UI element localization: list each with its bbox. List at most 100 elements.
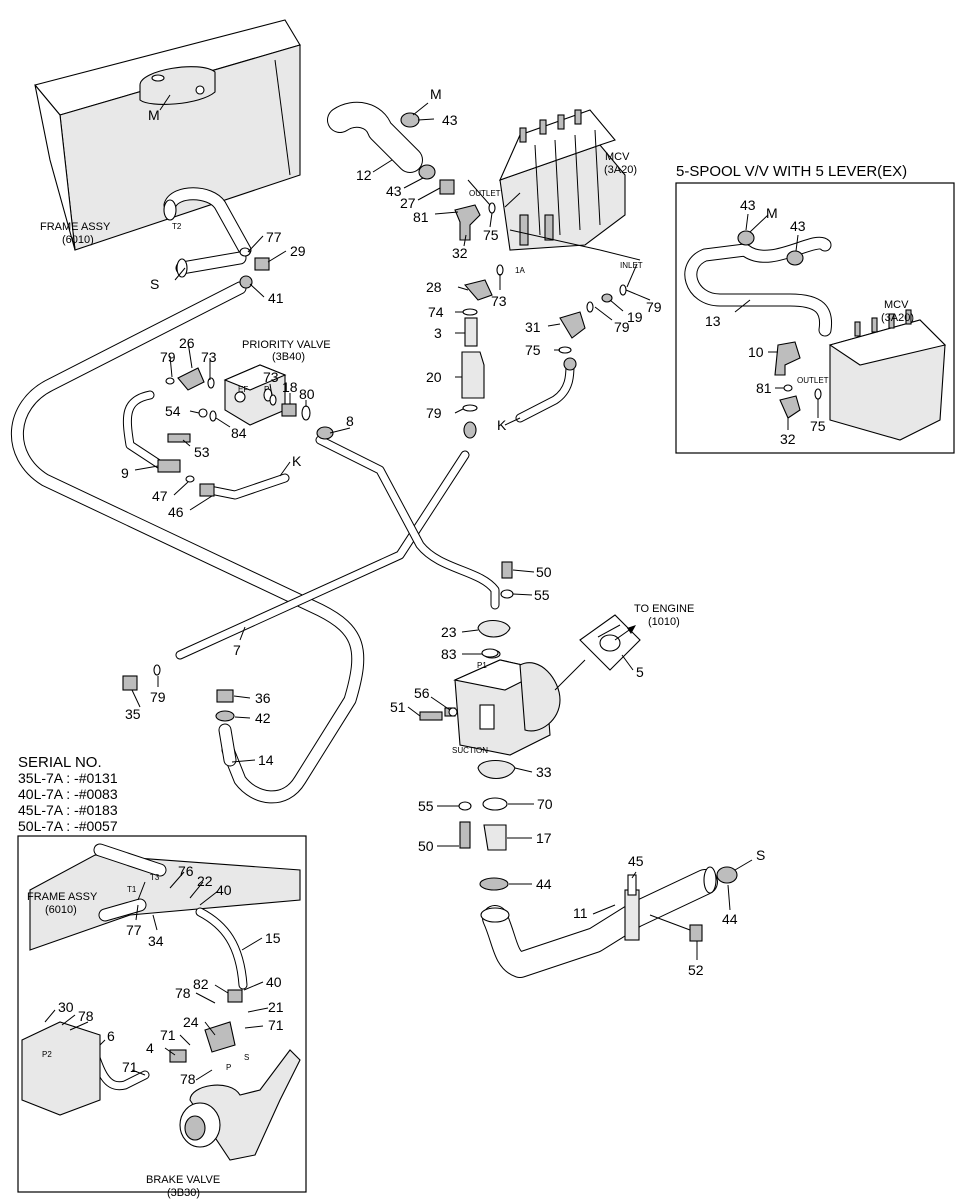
to-engine-arrow [614,625,636,641]
callout-43-c: 43 [740,197,756,213]
callout-73-a: 73 [491,293,507,309]
port-t1-label: T1 [127,885,137,894]
callout-20: 20 [426,369,442,385]
callout-13: 13 [705,313,721,329]
callout-81: 81 [413,209,429,225]
priority-valve-code: (3B40) [272,351,305,363]
callout-6: 6 [107,1028,115,1044]
connector-s-label-tube: S [756,847,765,863]
callout-47: 47 [152,488,168,504]
port-t2-label: T2 [172,222,182,231]
serial-line-4: 50L-7A : -#0057 [18,818,118,834]
misc-parts [122,664,235,722]
callout-31: 31 [525,319,541,335]
callout-43-b: 43 [386,183,402,199]
callout-35: 35 [125,706,141,722]
inset-title: 5-SPOOL V/V WITH 5 LEVER(EX) [676,163,907,180]
port-p2-label: P2 [42,1050,52,1059]
callout-71-b: 71 [160,1027,176,1043]
outlet-label: OUTLET [469,189,501,198]
callout-32: 32 [452,245,468,261]
callout-8: 8 [346,413,354,429]
fittings [239,112,627,439]
callout-79-d: 79 [160,349,176,365]
callout-30: 30 [58,999,74,1015]
callout-53: 53 [194,444,210,460]
callout-40-b: 40 [266,974,282,990]
callout-26: 26 [179,335,195,351]
callout-51: 51 [390,699,406,715]
port-p1-label: P1 [477,661,487,670]
callout-79-e: 79 [150,689,166,705]
callout-71-a: 71 [268,1017,284,1033]
to-engine-label: TO ENGINE [634,603,694,615]
inlet-label: INLET [620,261,643,270]
frame-assy-label: FRAME ASSY [40,221,111,233]
callout-10: 10 [748,344,764,360]
inset-5-spool [675,182,955,454]
callout-21: 21 [268,999,284,1015]
inset-connector-m-label: M [766,205,778,221]
serial-line-2: 40L-7A : -#0083 [18,786,118,802]
connector-m-label-mcv: M [430,86,442,102]
mcv-label: MCV [605,151,630,163]
callout-4: 4 [146,1040,154,1056]
inset-mcv-label: MCV [884,299,909,311]
callout-19: 19 [627,309,643,325]
priority-valve-drawing [157,364,334,497]
callout-34: 34 [148,933,164,949]
brake-valve-code: (3B30) [167,1187,200,1199]
inset-serial [17,835,307,1193]
callout-75-a: 75 [483,227,499,243]
leader-lines [44,94,819,1081]
connector-m-label: M [148,107,160,123]
callout-23: 23 [441,624,457,640]
mcv-drawing [498,109,641,261]
inset-frame-assy-label: FRAME ASSY [27,891,98,903]
serial-line-3: 45L-7A : -#0183 [18,802,118,818]
callout-44-b: 44 [722,911,738,927]
callout-56: 56 [414,685,430,701]
callout-42: 42 [255,710,271,726]
callout-46: 46 [168,504,184,520]
callout-17: 17 [536,830,552,846]
callout-24: 24 [183,1014,199,1030]
callout-43-d: 43 [790,218,806,234]
callout-27: 27 [400,195,416,211]
callout-70: 70 [537,796,553,812]
callout-43-a: 43 [442,112,458,128]
callout-18: 18 [282,379,298,395]
inset-frame-assy-code: (6010) [45,904,77,916]
suction-label: SUCTION [452,746,488,755]
callout-12: 12 [356,167,372,183]
callout-78-b: 78 [180,1071,196,1087]
connector-k-label-left: K [292,453,302,469]
brake-port-p-label: P [226,1063,231,1072]
callout-76: 76 [178,863,194,879]
callout-9: 9 [121,465,129,481]
port-1a-label: 1A [515,266,525,275]
callout-55-b: 55 [418,798,434,814]
callout-82: 82 [193,976,209,992]
connector-s-label: S [150,276,159,292]
callout-45: 45 [628,853,644,869]
port-t3-label: T3 [150,873,160,882]
callout-71-c: 71 [122,1059,138,1075]
callout-54: 54 [165,403,181,419]
callout-78-a: 78 [175,985,191,1001]
callout-28-a: 28 [426,279,442,295]
callout-84: 84 [231,425,247,441]
mcv-code: (3A20) [604,164,637,176]
priority-valve-label: PRIORITY VALVE [242,339,331,351]
callout-50-b: 50 [418,838,434,854]
callout-78-c: 78 [78,1008,94,1024]
callout-15: 15 [265,930,281,946]
frame-assy-drawing [34,19,301,278]
callout-77-b: 77 [126,922,142,938]
callout-81-b: 81 [756,380,772,396]
frame-assy-code: (6010) [62,234,94,246]
callout-75-b: 75 [525,342,541,358]
callout-50-a: 50 [536,564,552,580]
callout-40-a: 40 [216,882,232,898]
